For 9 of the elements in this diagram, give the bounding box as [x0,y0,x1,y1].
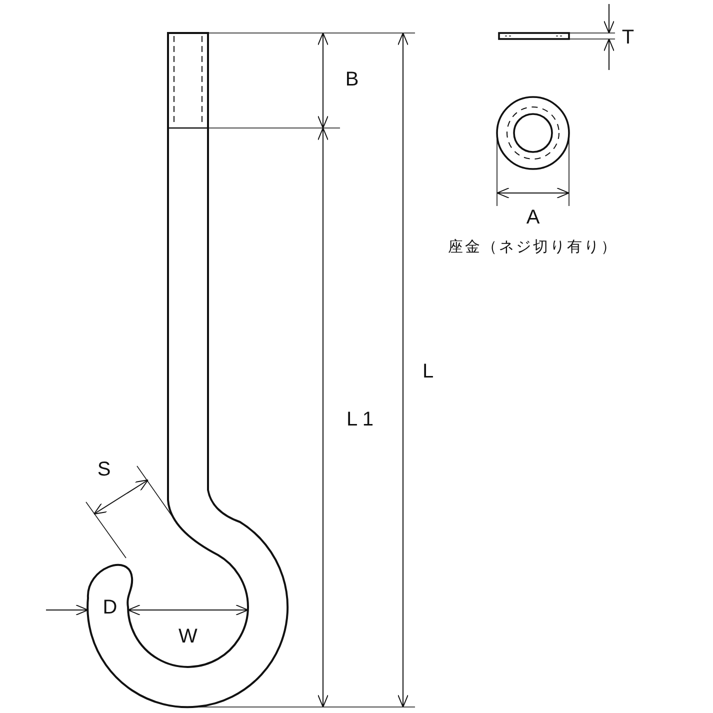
caption: 座金（ネジ切り有り） [448,238,618,256]
dimension-label: A [526,206,540,230]
dimension-label: D [102,596,118,620]
dimension-label: T [622,26,634,50]
dimension-label: S [97,458,111,482]
dimension-label: L 1 [346,408,374,432]
dimension-label: W [178,626,198,648]
dimension-label: B [345,68,359,92]
dimension-label: L [422,360,434,384]
